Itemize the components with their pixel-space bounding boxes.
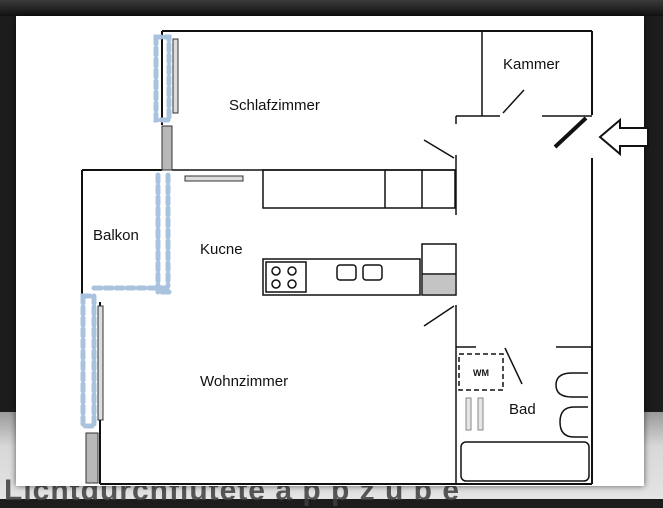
room-label-bad: Bad (509, 401, 536, 418)
outer-walls (81, 30, 593, 485)
toilet (555, 372, 588, 398)
stove (265, 261, 307, 293)
bathtub (460, 441, 590, 482)
window-outlines (80, 34, 173, 429)
top-frame (0, 0, 663, 16)
radiators (97, 38, 244, 421)
door-swings (423, 89, 525, 385)
room-label-schlafzimmer: Schlafzimmer (229, 97, 320, 114)
kitchen-counter-top (262, 169, 456, 209)
kitchen-cabinet-fill (423, 275, 455, 294)
room-label-wohnzimmer: Wohnzimmer (200, 373, 288, 390)
entrance-door (553, 116, 588, 149)
sink (336, 264, 383, 281)
floor-plan-sheet (16, 16, 644, 486)
room-label-balkon: Balkon (93, 227, 139, 244)
wall-stubs (85, 125, 173, 484)
arrow-left-icon (598, 117, 649, 157)
washing-machine-label: WM (473, 368, 489, 378)
room-label-kueche: Kucne (200, 241, 243, 258)
bathroom-radiator (465, 397, 484, 431)
bidet (559, 406, 588, 438)
kitchen-island (262, 243, 457, 296)
room-label-kammer: Kammer (503, 56, 560, 73)
